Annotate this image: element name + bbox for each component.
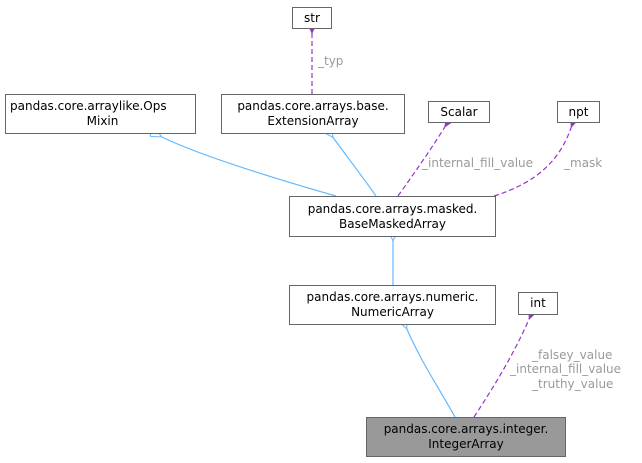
node-scalar[interactable]: Scalar <box>428 101 490 123</box>
node-ops-mixin[interactable]: pandas.core.arraylike.Ops Mixin <box>5 94 196 134</box>
node-int[interactable]: int <box>518 292 558 315</box>
node-integer-array-line1: pandas.core.arrays.integer. <box>383 422 549 436</box>
node-numeric-array[interactable]: pandas.core.arrays.numeric. NumericArray <box>289 285 496 325</box>
node-extension-array[interactable]: pandas.core.arrays.base. ExtensionArray <box>221 94 405 134</box>
node-npt[interactable]: npt <box>557 101 600 123</box>
node-integer-array-line2: IntegerArray <box>428 437 504 451</box>
node-ops-mixin-line1: pandas.core.arraylike.Ops <box>10 99 167 113</box>
node-numeric-array-line1: pandas.core.arrays.numeric. <box>306 290 479 304</box>
node-str[interactable]: str <box>292 7 332 29</box>
node-base-masked-array-line2: BaseMaskedArray <box>338 216 447 231</box>
node-ops-mixin-line2: Mixin <box>86 114 119 128</box>
node-extension-array-line1: pandas.core.arrays.base. <box>237 99 389 113</box>
node-str-label: str <box>304 10 320 25</box>
node-base-masked-array[interactable]: pandas.core.arrays.masked. BaseMaskedArr… <box>289 196 496 237</box>
edge-opsmixin-to-base-masked-array <box>160 136 337 197</box>
edge-label-falsey-value: _falsey_value <box>532 348 613 362</box>
edge-numeric-array-to-integer-array <box>406 327 456 418</box>
edge-label-typ: _typ <box>318 54 344 68</box>
edge-extension-array-to-base-masked-array <box>332 136 377 197</box>
edge-label-truthy-value: _truthy_value <box>532 377 614 391</box>
node-scalar-label: Scalar <box>440 104 478 119</box>
edge-int-to-integer-array <box>473 317 530 418</box>
edge-scalar-to-base-masked-array <box>397 125 446 197</box>
node-extension-array-line2: ExtensionArray <box>267 114 359 128</box>
node-base-masked-array-line1: pandas.core.arrays.masked. <box>307 201 478 216</box>
node-numeric-array-line2: NumericArray <box>351 305 434 319</box>
node-npt-label: npt <box>568 104 589 119</box>
edge-label-internal-fill-value: _internal_fill_value <box>422 156 534 170</box>
edge-label-mask: _mask <box>564 156 603 170</box>
edge-npt-to-base-masked-array <box>493 125 572 197</box>
edge-label-int-internal-fill-value: _internal_fill_value <box>510 362 622 376</box>
node-integer-array[interactable]: pandas.core.arrays.integer. IntegerArray <box>366 417 566 457</box>
node-int-label: int <box>530 296 546 310</box>
